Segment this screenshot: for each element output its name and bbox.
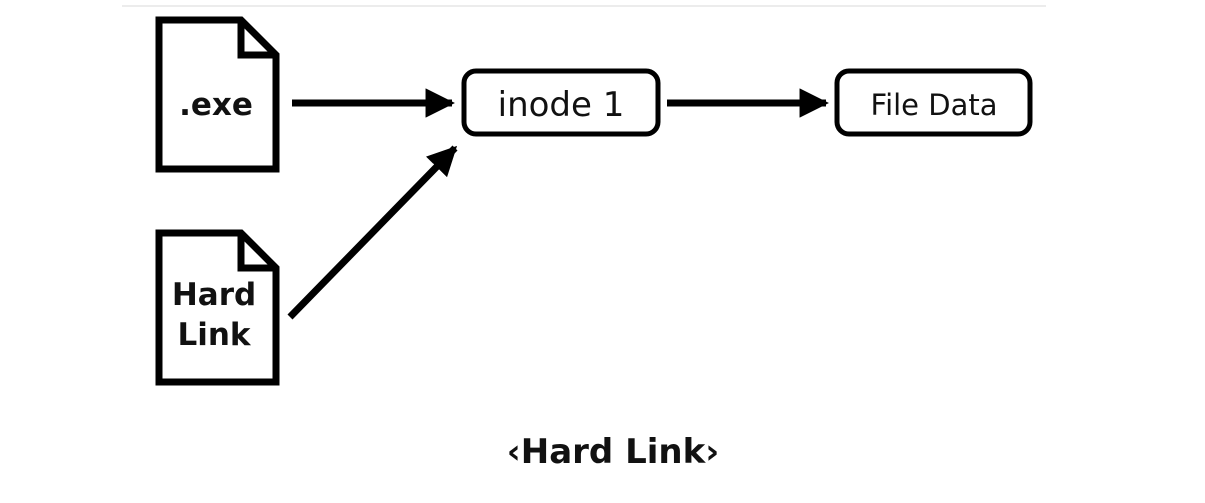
exe-file-icon: .exe	[155, 16, 280, 173]
exe-file-label: .exe	[179, 87, 253, 123]
diagram-caption: ‹Hard Link›	[507, 432, 720, 472]
hardlink-file-icon: Hard Link	[155, 229, 280, 386]
arrow-hardlink-to-inode	[287, 145, 458, 320]
file-data-node: File Data	[834, 68, 1033, 137]
inode-node: inode 1	[461, 68, 661, 137]
hardlink-file-label-line1: Hard	[172, 277, 256, 313]
inode-label: inode 1	[498, 85, 625, 125]
hardlink-file-label-line2: Link	[177, 317, 251, 353]
file-data-label: File Data	[871, 88, 998, 122]
